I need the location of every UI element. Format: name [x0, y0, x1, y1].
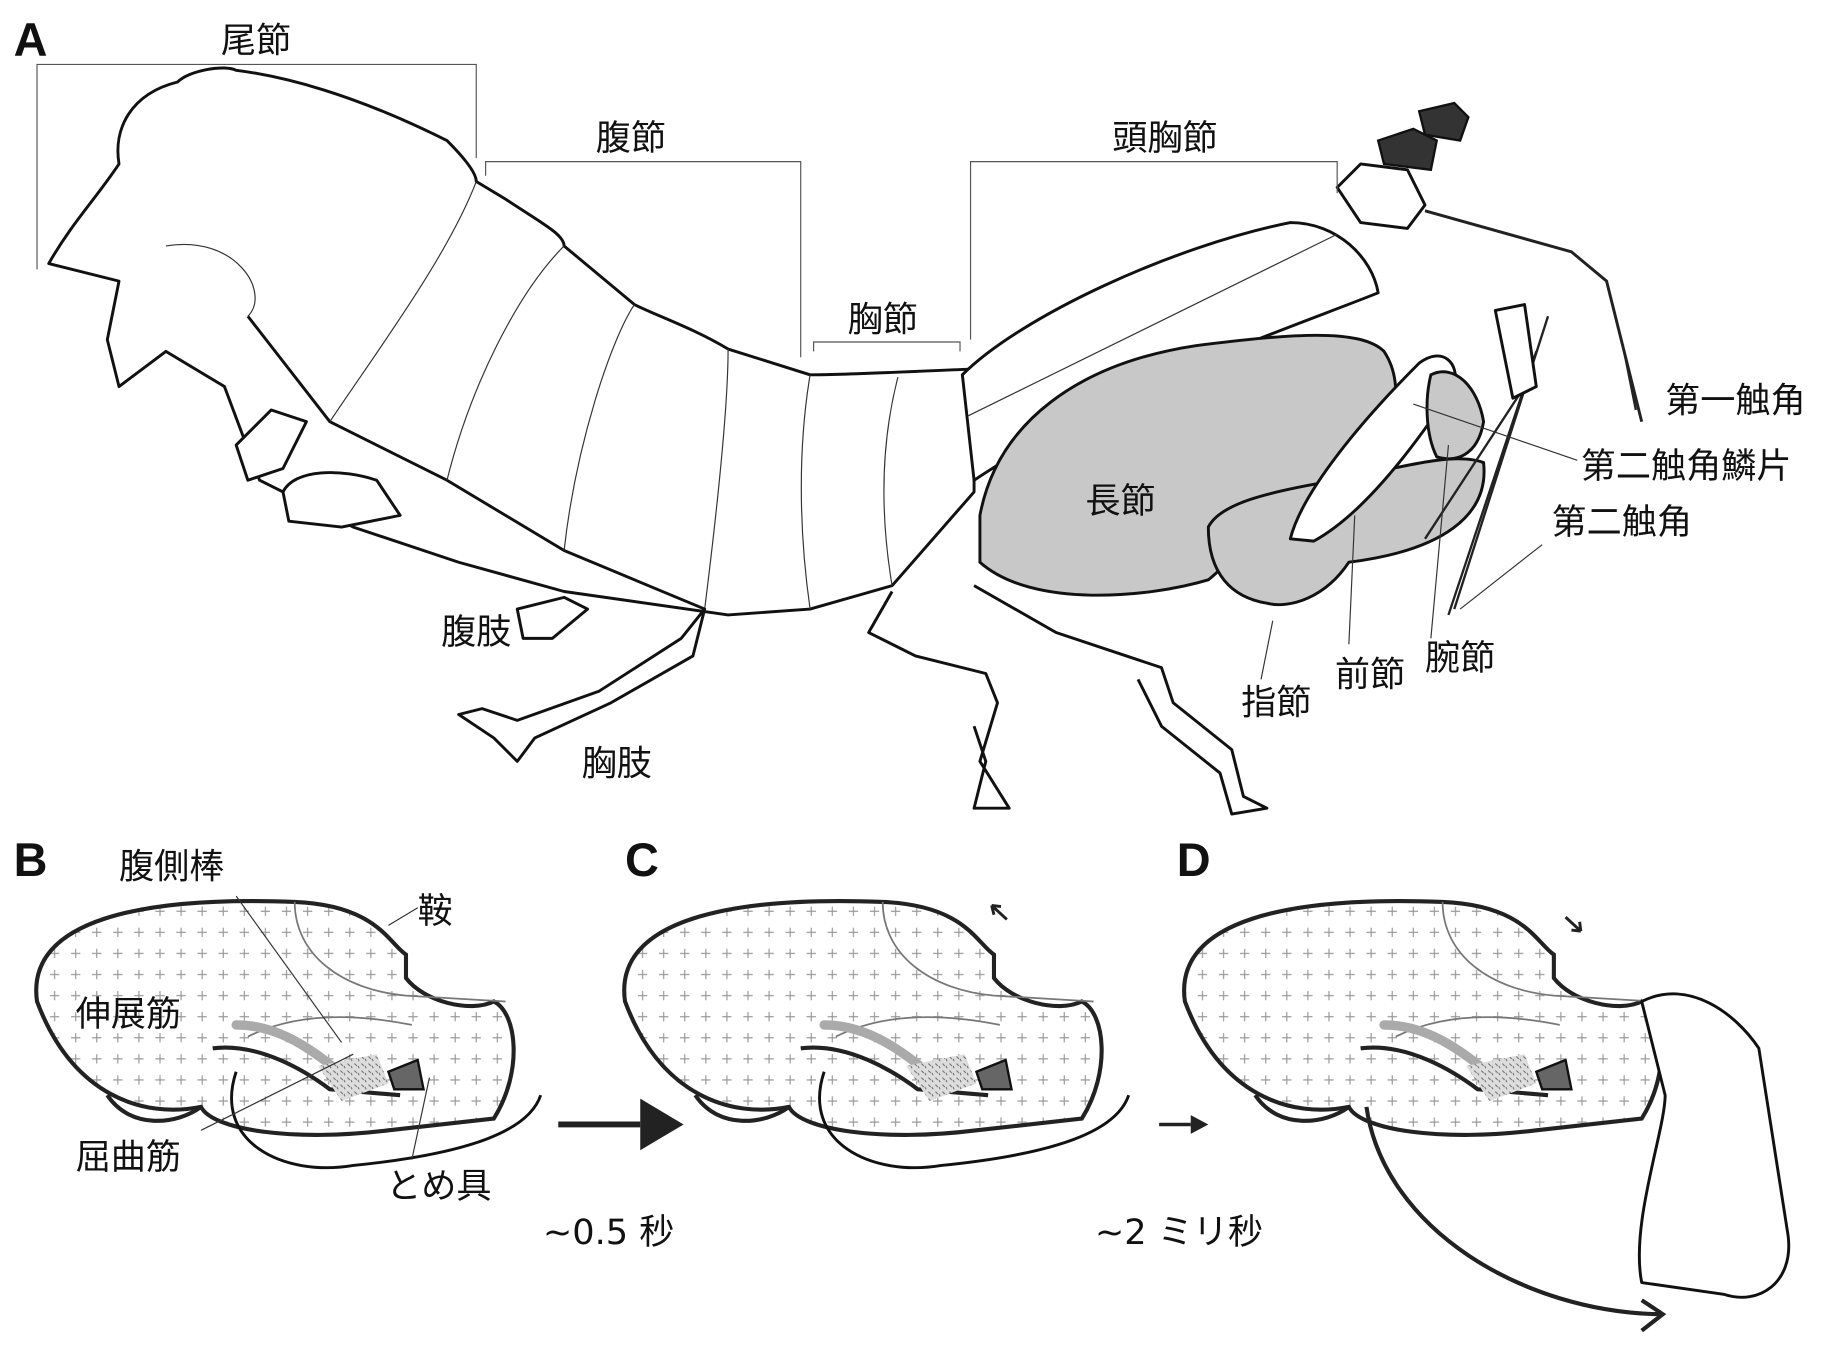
label-saddle: 鞍 [418, 891, 453, 932]
mechanism-b [36, 901, 543, 1170]
label-carpus: 腕節 [1425, 638, 1495, 679]
timing-c-to-d: ~2 ミリ秒 [1095, 1212, 1263, 1253]
mechanism-c [624, 901, 1131, 1170]
label-ventral-bar: 腹側棒 [119, 846, 224, 887]
label-propodus: 前節 [1335, 654, 1405, 695]
panel-label-c: C [625, 834, 659, 886]
label-antennal-scale: 第二触角鱗片 [1581, 446, 1792, 487]
label-abdomen: 腹節 [596, 118, 666, 159]
label-telson: 尾節 [221, 21, 291, 62]
label-latch: とめ具 [386, 1166, 491, 1207]
label-merus: 長節 [1085, 481, 1155, 522]
panel-label-d: D [1177, 834, 1211, 886]
label-thorax: 胸節 [848, 299, 918, 340]
panel-label-a: A [14, 14, 48, 66]
label-dactyl: 指節 [1241, 682, 1311, 723]
label-extensor: 伸展筋 [76, 994, 181, 1035]
timing-b-to-c: ~0.5 秒 [543, 1212, 675, 1253]
label-cephalothorax: 頭胸節 [1112, 118, 1217, 159]
label-antenna: 第二触角 [1552, 502, 1693, 543]
shrimp-body [47, 66, 1644, 816]
label-pleopod: 腹肢 [441, 612, 511, 653]
panel-label-b: B [14, 834, 48, 886]
mechanism-d [1184, 901, 1791, 1299]
label-pereiopod: 胸肢 [582, 743, 652, 784]
label-antennule: 第一触角 [1665, 380, 1806, 421]
label-flexor: 屈曲筋 [76, 1137, 181, 1178]
